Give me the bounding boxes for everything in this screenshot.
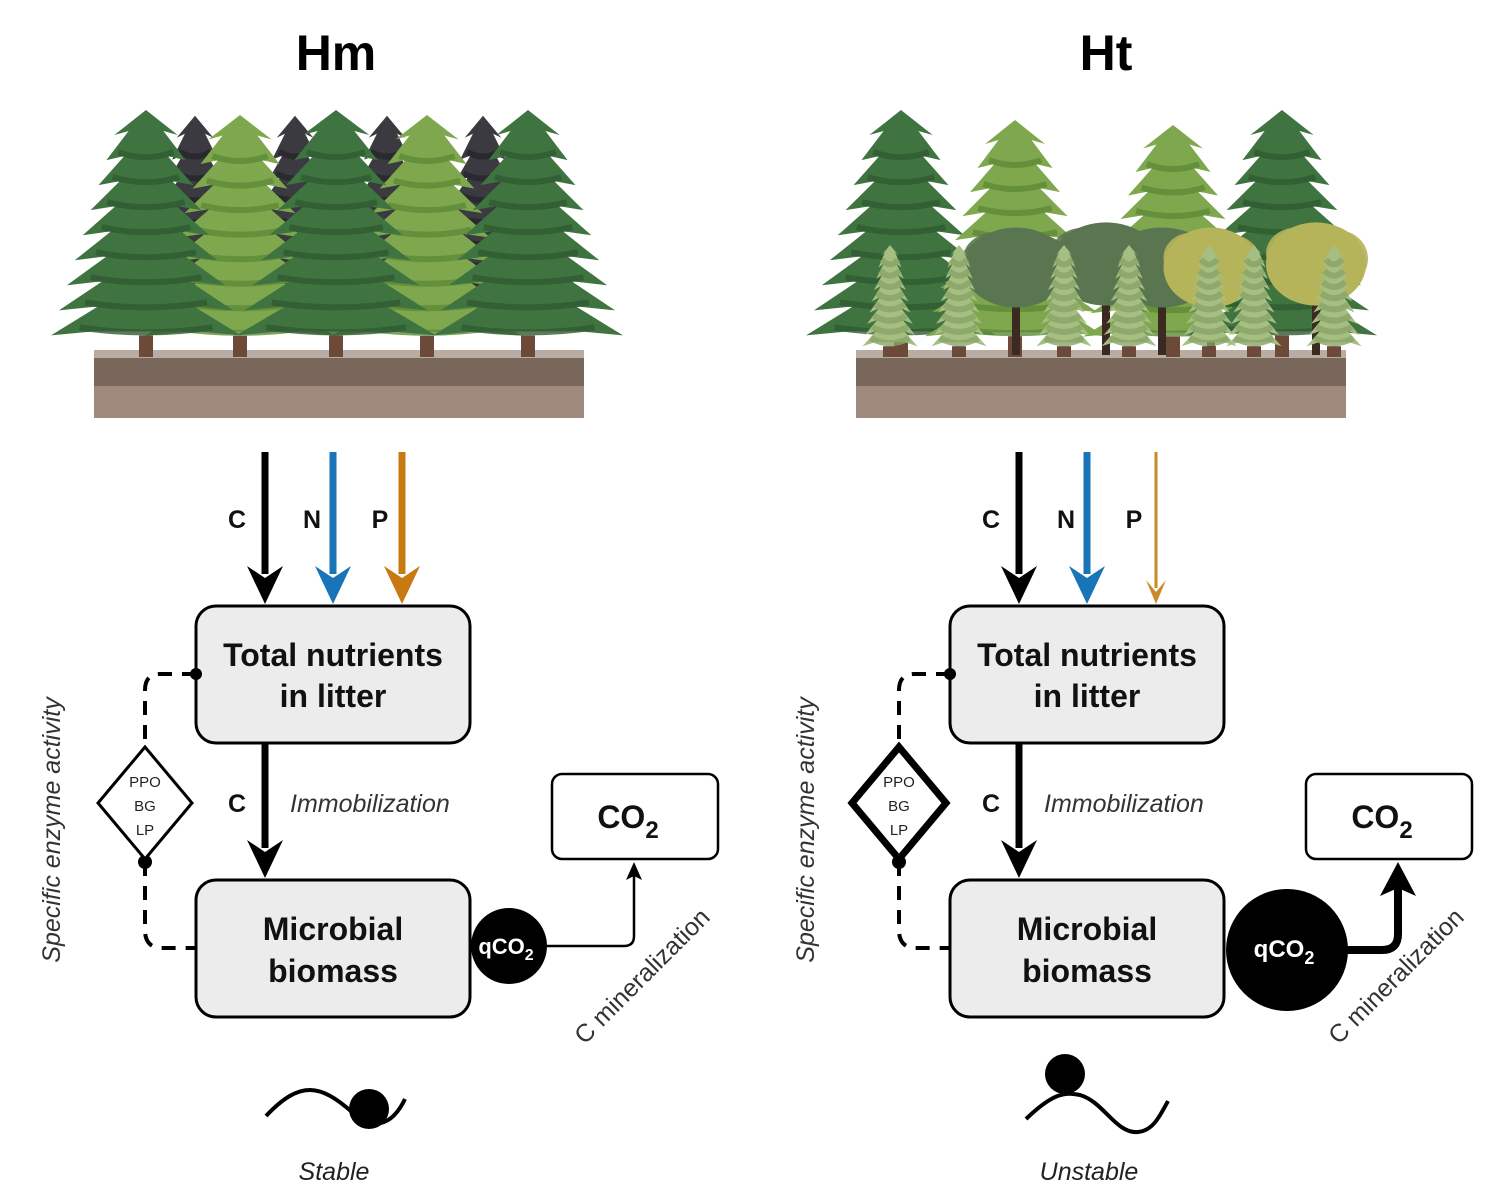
flux-label-c: C [982,506,1000,534]
immobilization-arrow [1001,743,1037,878]
svg-text:CO2: CO2 [597,799,658,844]
immobilization-label: Immobilization [290,790,450,818]
litter-box: Total nutrients in litter [948,604,1226,745]
enzyme-ppo: PPO [883,774,915,791]
young-conifer [931,245,987,357]
biomass-box-line1: Microbial [1017,911,1157,947]
mineralization-arrow [547,862,642,948]
litter-box: Total nutrients in litter [194,604,472,745]
biomass-box-line2: biomass [1022,953,1152,989]
svg-text:qCO2: qCO2 [1254,936,1315,968]
conifer-dark [51,110,241,357]
immobilization-flux-label: C [982,790,1000,818]
panel-ht: Ht C N P Total nutrients in litter C Imm… [792,25,1474,1186]
flux-arrowhead-p [1146,580,1166,604]
enzyme-bg: BG [888,798,910,815]
biomass-box: Microbial biomass [194,878,472,1019]
enzyme-feedback-path [138,668,202,950]
qco2-node: qCO2 [1226,889,1348,1011]
co2-box: CO2 [550,772,720,861]
flux-label-n: N [303,506,321,534]
stability-icon-unstable [1024,1054,1170,1135]
svg-text:CO2: CO2 [1351,799,1412,844]
forest-illustration-ht [806,110,1377,418]
svg-text:qCO2: qCO2 [478,934,533,964]
flux-arrowhead-c [247,566,283,604]
enzyme-axis-label: Specific enzyme activity [792,696,820,963]
immobilization-label: Immobilization [1044,790,1204,818]
litter-box-line2: in litter [1034,678,1141,714]
soil-layer-bottom [94,386,584,418]
enzyme-ppo: PPO [129,774,161,791]
soil-layer-bottom [856,386,1346,418]
qco2-node: qCO2 [471,908,547,984]
young-conifer [1226,245,1282,357]
flux-label-p: P [372,506,389,534]
stability-label: Stable [299,1158,370,1186]
flux-arrowhead-n [1069,566,1105,604]
young-conifer [1306,245,1362,357]
soil-layer-top [856,358,1346,388]
young-conifer [1181,245,1237,357]
biomass-box: Microbial biomass [948,878,1226,1019]
flux-arrowhead-p [384,566,420,604]
stability-icon-stable [264,1088,407,1129]
enzyme-bg: BG [134,798,156,815]
litter-box-line1: Total nutrients [223,637,443,673]
enzyme-diamond: PPO BG LP [847,741,951,865]
flux-label-c: C [228,506,246,534]
biomass-box-line1: Microbial [263,911,403,947]
enzyme-lp: LP [890,822,908,839]
flux-arrowhead-c [1001,566,1037,604]
young-conifer [1036,245,1092,357]
young-conifer [1101,245,1157,357]
mineralization-arrow [1346,862,1416,954]
co2-box: CO2 [1304,772,1474,861]
conifer-dark [236,110,436,357]
enzyme-axis-label: Specific enzyme activity [38,696,66,963]
mineralization-label: C mineralization [569,903,716,1050]
flux-label-n: N [1057,506,1075,534]
immobilization-flux-label: C [228,790,246,818]
enzyme-lp: LP [136,822,154,839]
immobilization-arrow [247,743,283,878]
flux-label-p: P [1126,506,1143,534]
conifer-dark [433,110,623,357]
panel-title: Ht [1080,25,1133,81]
enzyme-diamond: PPO BG LP [96,744,194,862]
litter-box-line1: Total nutrients [977,637,1197,673]
forest-illustration-hm [51,110,623,418]
stability-label: Unstable [1040,1158,1139,1186]
flux-arrows [1001,452,1166,604]
litter-box-line2: in litter [280,678,387,714]
panel-title: Hm [296,25,377,81]
soil-layer-top [94,358,584,388]
panel-hm: Hm C N P Total nutrients in litter C Imm… [38,25,720,1186]
flux-arrows [247,452,420,604]
biomass-box-line2: biomass [268,953,398,989]
young-conifer [862,245,918,357]
flux-arrowhead-n [315,566,351,604]
